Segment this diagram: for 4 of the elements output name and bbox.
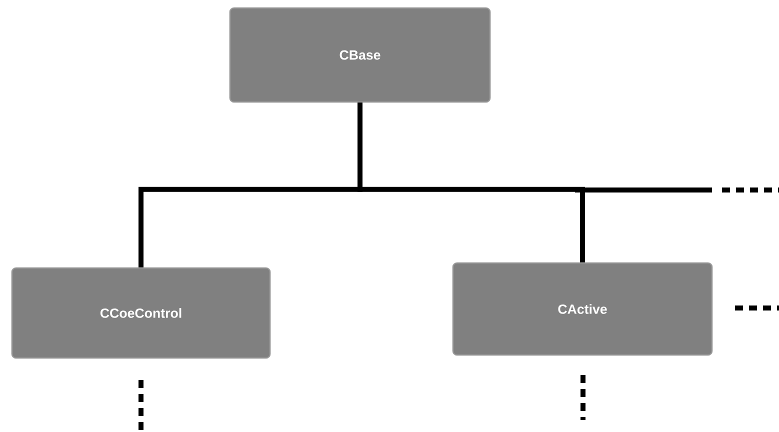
class-box: CActive (452, 262, 713, 356)
connector-line (358, 102, 585, 262)
class-box: CBase (229, 7, 491, 103)
class-box: CCoeControl (11, 267, 271, 359)
